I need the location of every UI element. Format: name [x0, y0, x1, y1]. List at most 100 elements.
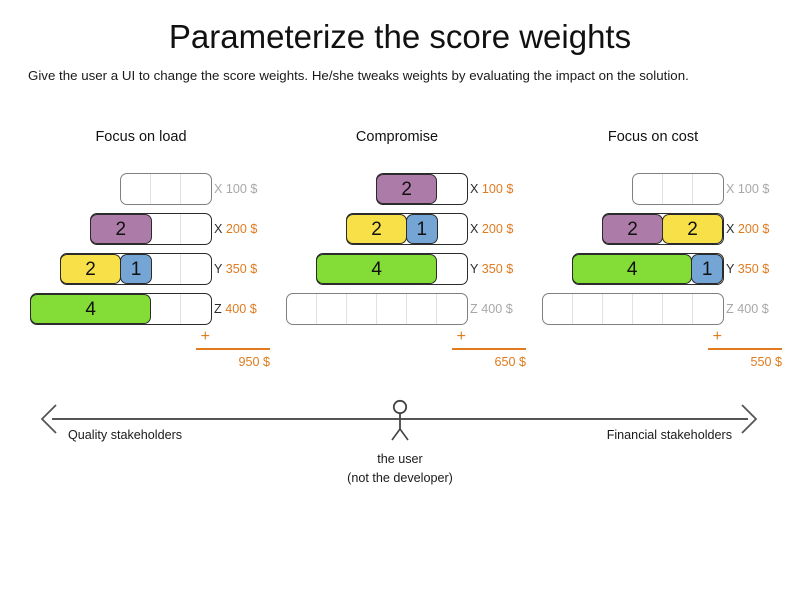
weight-segment[interactable]: 2 — [662, 214, 723, 244]
user-caption-line1: the user — [377, 452, 423, 466]
row-price: 200 $ — [737, 222, 770, 236]
row-letter: Z — [214, 302, 222, 316]
weight-segment[interactable]: 2 — [602, 214, 663, 244]
stakeholder-spectrum: Quality stakeholders Financial stakehold… — [0, 398, 800, 498]
user-caption: the user (not the developer) — [330, 450, 470, 488]
empty-slot-cell[interactable] — [152, 214, 182, 244]
row-label: X 200 $ — [470, 210, 526, 248]
empty-slot-cell[interactable] — [437, 254, 467, 284]
row-price: 350 $ — [737, 262, 770, 276]
row-letter: X — [470, 222, 479, 236]
total-value: 550 $ — [750, 355, 782, 369]
empty-slot-cell[interactable] — [663, 294, 693, 324]
weight-segment[interactable]: 2 — [90, 214, 152, 244]
empty-slot-cell[interactable] — [663, 174, 693, 204]
weight-slider-track[interactable] — [286, 293, 468, 325]
empty-slot-cell[interactable] — [181, 174, 211, 204]
weight-segment[interactable]: 1 — [120, 254, 152, 284]
empty-slot-cell[interactable] — [693, 174, 723, 204]
weight-slider-track[interactable]: 4 — [30, 293, 212, 325]
empty-slot-cell[interactable] — [121, 174, 151, 204]
sum-plus-sign: + — [456, 328, 466, 345]
row-label: X 100 $ — [214, 170, 270, 208]
weight-row: 2 X 100 $ — [268, 170, 526, 210]
weight-slider-track[interactable]: 2 — [90, 213, 212, 245]
weight-row: Z 400 $ — [268, 290, 526, 330]
axis-label-right: Financial stakeholders — [606, 428, 732, 442]
sum-plus-sign: + — [200, 328, 210, 345]
column-total: +550 $ — [662, 328, 782, 376]
empty-slot-cell[interactable] — [152, 254, 182, 284]
empty-slot-cell[interactable] — [151, 294, 182, 324]
user-figure-icon — [378, 398, 422, 444]
empty-slot-cell[interactable] — [181, 214, 211, 244]
weight-segment[interactable]: 2 — [376, 174, 438, 204]
weight-segment[interactable]: 2 — [346, 214, 407, 244]
page-subtitle: Give the user a UI to change the score w… — [28, 68, 689, 83]
row-letter: Z — [470, 302, 478, 316]
empty-slot-cell[interactable] — [603, 294, 633, 324]
weight-row: X 100 $ — [524, 170, 782, 210]
empty-slot-cell[interactable] — [573, 294, 603, 324]
empty-slot-cell[interactable] — [181, 254, 211, 284]
row-label: Z 400 $ — [726, 290, 782, 328]
row-price: 200 $ — [225, 222, 258, 236]
weight-slider-track[interactable] — [542, 293, 724, 325]
empty-slot-cell[interactable] — [377, 294, 407, 324]
weight-row: Z 400 $ — [524, 290, 782, 330]
weight-slider-track[interactable]: 4 — [316, 253, 468, 285]
weight-row: 2 X 200 $ — [12, 210, 270, 250]
empty-slot-cell[interactable] — [181, 294, 211, 324]
empty-slot-cell[interactable] — [693, 294, 723, 324]
user-caption-line2: (not the developer) — [347, 471, 453, 485]
empty-slot-cell[interactable] — [151, 174, 181, 204]
empty-slot-cell[interactable] — [317, 294, 347, 324]
weight-slider-track[interactable]: 2 — [376, 173, 468, 205]
empty-slot-cell[interactable] — [287, 294, 317, 324]
weight-segment[interactable]: 2 — [60, 254, 122, 284]
weight-segment[interactable]: 1 — [406, 214, 438, 244]
row-price: 100 $ — [225, 182, 258, 196]
empty-slot-cell[interactable] — [437, 174, 467, 204]
row-label: X 200 $ — [214, 210, 270, 248]
row-letter: X — [214, 222, 223, 236]
empty-slot-cell[interactable] — [347, 294, 377, 324]
row-letter: Y — [470, 262, 479, 276]
row-price: 400 $ — [737, 302, 769, 316]
empty-slot-cell[interactable] — [633, 174, 663, 204]
weight-segment[interactable]: 4 — [572, 254, 693, 284]
empty-slot-cell[interactable] — [437, 294, 467, 324]
weight-row: X 100 $ — [12, 170, 270, 210]
weight-slider-track[interactable] — [632, 173, 724, 205]
row-letter: Y — [214, 262, 223, 276]
empty-slot-cell[interactable] — [633, 294, 663, 324]
sum-rule — [452, 348, 526, 350]
weight-segment[interactable]: 4 — [30, 294, 152, 324]
row-label: X 100 $ — [470, 170, 526, 208]
weight-slider-track[interactable] — [120, 173, 212, 205]
weight-segment[interactable]: 1 — [691, 254, 723, 284]
row-letter: X — [726, 222, 735, 236]
weight-segment[interactable]: 4 — [316, 254, 438, 284]
sum-plus-sign: + — [712, 328, 722, 345]
empty-slot-cell[interactable] — [438, 214, 468, 244]
row-letter: X — [214, 182, 223, 196]
empty-slot-cell[interactable] — [543, 294, 573, 324]
arrow-left-icon — [40, 404, 58, 434]
column-title: Focus on cost — [607, 129, 699, 145]
page-title: Parameterize the score weights — [168, 18, 632, 55]
empty-slot-cell[interactable] — [407, 294, 437, 324]
